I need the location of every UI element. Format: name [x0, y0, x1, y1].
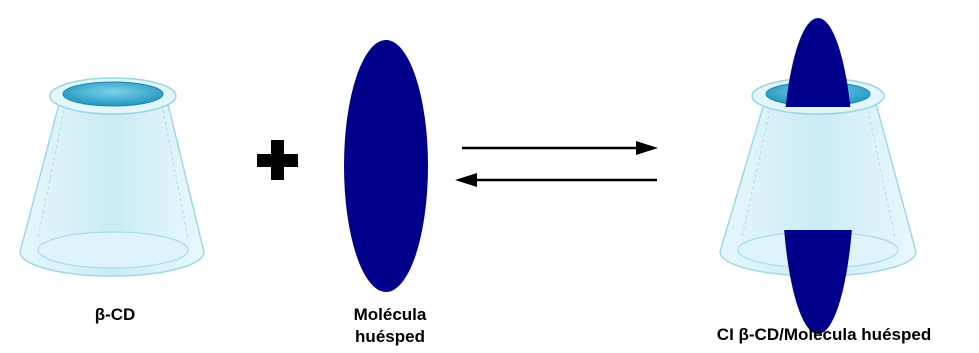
- cone-bottom-rim: [38, 232, 188, 268]
- guest-molecule: [344, 40, 428, 292]
- equilibrium-arrows-icon: [455, 141, 658, 187]
- cyclodextrin-cone: [20, 78, 204, 276]
- plus-icon: [257, 140, 298, 180]
- cone-cavity: [63, 82, 163, 106]
- inclusion-complex: [720, 18, 916, 334]
- complex-label: CI β-CD/Molécula huésped: [674, 324, 974, 346]
- guest-label-line-1: Molécula: [320, 304, 460, 326]
- cyclodextrin-label: β-CD: [60, 304, 170, 326]
- guest-molecule-label: Molécula huésped: [320, 304, 460, 348]
- guest-label-line-2: huésped: [320, 326, 460, 348]
